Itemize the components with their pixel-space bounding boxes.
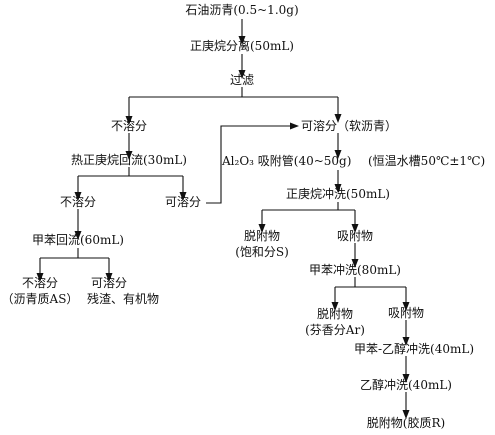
flow-arrowheads (36, 36, 410, 419)
arrowhead (334, 150, 342, 159)
arrowhead (351, 259, 359, 268)
node-n-heptane-separation: 正庚烷分离(50mL) (190, 38, 294, 53)
node-desorbed-resins: 脱附物(胶质R) (367, 415, 445, 430)
node-adsorption-tube: Al₂O₃ 吸附管(40~50g) (221, 153, 351, 168)
node-ethanol-wash: 乙醇冲洗(40mL) (360, 377, 452, 392)
arrowhead (238, 70, 246, 79)
node-soluble-soft-asphalt: 可溶分（软沥青） (301, 118, 397, 133)
arrowhead (125, 151, 133, 160)
node-insoluble-2: 不溶分 (60, 194, 96, 209)
arrowhead (36, 273, 44, 282)
node-desorbed-aromatics: 脱附物 (317, 306, 353, 321)
node-filtration: 过滤 (230, 73, 254, 87)
node-adsorbed-1: 吸附物 (337, 229, 373, 243)
arrowhead (74, 192, 82, 201)
arrowhead (125, 116, 133, 125)
connector-soluble-to-adsorption (206, 125, 290, 204)
node-aromatics-label: (芬香分Ar) (305, 323, 365, 337)
arrowhead (334, 114, 342, 123)
node-petroleum-asphalt: 石油沥青(0.5~1.0g) (185, 3, 298, 17)
node-water-bath: (恒温水槽50℃±1℃) (368, 154, 485, 168)
node-saturates-label: (饱和分S) (235, 244, 289, 259)
arrowhead (402, 410, 410, 419)
node-toluene-ethanol-wash: 甲苯-乙醇冲洗(40mL) (354, 341, 474, 356)
arrowhead (74, 231, 82, 240)
arrowhead (179, 192, 187, 201)
node-heptane-wash: 正庚烷冲洗(50mL) (286, 186, 390, 201)
arrowhead (290, 122, 299, 130)
node-soluble-3: 可溶分 (91, 275, 127, 290)
arrowhead (402, 374, 410, 383)
arrowhead (334, 184, 342, 193)
arrowhead (351, 224, 359, 233)
node-adsorbed-2: 吸附物 (388, 306, 424, 320)
arrowhead (258, 224, 266, 233)
node-hot-heptane-reflux: 热正庚烷回流(30mL) (71, 152, 187, 167)
node-toluene-wash: 甲苯冲洗(80mL) (309, 262, 401, 277)
node-insoluble-1: 不溶分 (111, 118, 147, 133)
node-toluene-reflux: 甲苯回流(60mL) (32, 233, 124, 247)
flow-connectors (39, 19, 407, 411)
arrowhead (331, 302, 339, 311)
node-asphaltene: （沥青质AS） (2, 292, 79, 306)
node-soluble-2: 可溶分 (165, 194, 201, 209)
arrowhead (402, 337, 410, 346)
flow-labels: 石油沥青(0.5~1.0g) 正庚烷分离(50mL) 过滤 不溶分 可溶分（软沥… (2, 3, 486, 430)
arrowhead (402, 302, 410, 311)
node-desorbed-saturates: 脱附物 (244, 228, 280, 243)
arrowhead (238, 36, 246, 45)
arrowhead (105, 273, 113, 282)
node-residue-organics: 残渣、有机物 (87, 292, 159, 306)
node-insoluble-3: 不溶分 (22, 275, 58, 290)
